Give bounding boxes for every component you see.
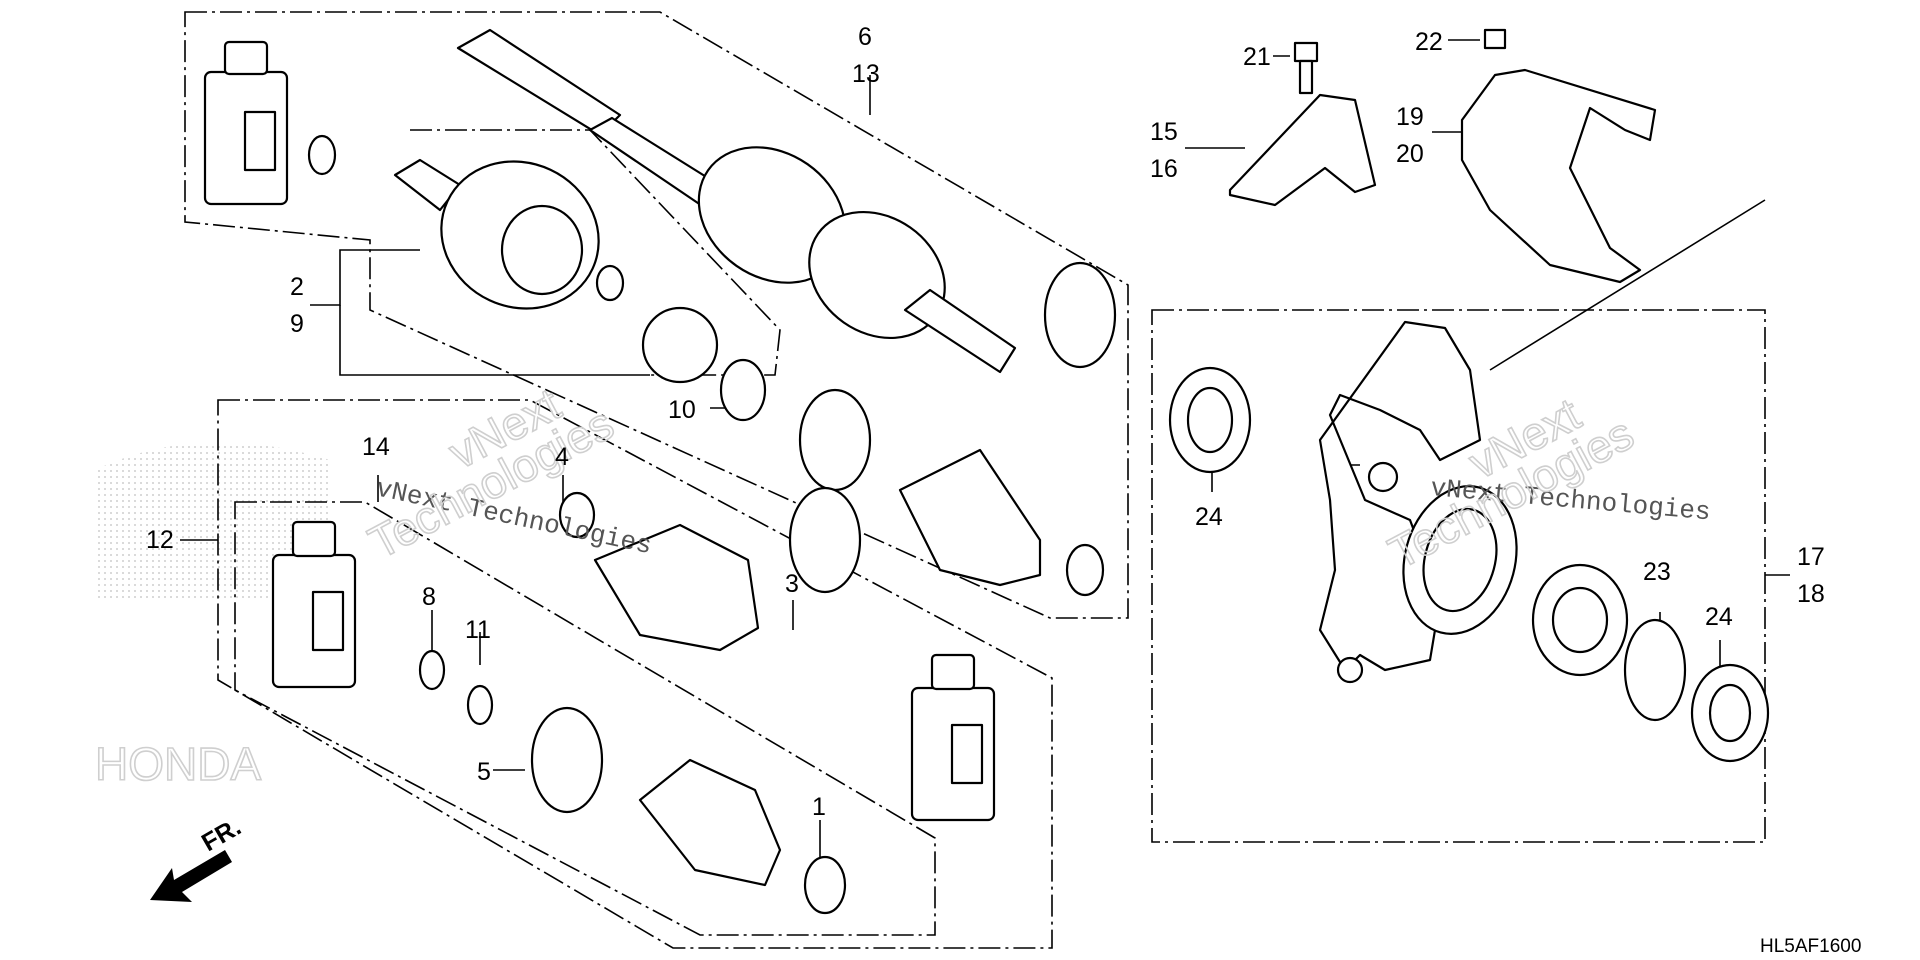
bearings-seals [1168, 366, 1770, 763]
dust-cover-19 [1460, 68, 1657, 284]
callout-24-lower: 24 [1705, 603, 1733, 631]
steering-knuckle [1318, 320, 1518, 684]
clip-11 [466, 684, 494, 726]
bolts [1293, 28, 1507, 95]
callout-24-upper: 24 [1195, 503, 1223, 531]
clip-8 [418, 649, 446, 691]
boot-outer [593, 523, 760, 652]
callout-3: 3 [785, 570, 799, 598]
callout-11: 11 [465, 616, 491, 644]
boots [593, 448, 1042, 887]
bolt-22 [1483, 28, 1507, 50]
group-box-driveshaft [184, 11, 1129, 619]
group-box-outer-joint [217, 399, 1053, 949]
callout-4: 4 [555, 443, 569, 471]
callout-19: 19 [1396, 103, 1424, 131]
callout-12: 12 [146, 526, 174, 554]
bolt-21-shank [1298, 59, 1314, 95]
watermark-logo-text: HONDA [95, 738, 261, 790]
callout-20: 20 [1396, 140, 1424, 168]
grease-bottle-mid [271, 520, 357, 689]
grease-bottle-top [203, 40, 289, 206]
callout-17: 17 [1797, 543, 1825, 571]
boot-lower [638, 758, 782, 887]
callout-22: 22 [1415, 28, 1443, 56]
boot-inner [898, 448, 1042, 587]
front-arrow-label: FR. [197, 813, 246, 857]
callout-13: 13 [852, 60, 880, 88]
inner-joint-housing [393, 158, 600, 310]
boot-band-5 [530, 706, 604, 814]
group-box-knuckle [1151, 309, 1766, 843]
callout-10: 10 [668, 396, 696, 424]
boot-band-3 [788, 486, 862, 594]
callout-2: 2 [290, 273, 304, 301]
boot-band-mid [798, 388, 872, 492]
front-arrow-icon: FR. [150, 813, 246, 902]
callout-14: 14 [362, 433, 390, 461]
callout-18: 18 [1797, 580, 1825, 608]
watermark-logo: HONDA [94, 442, 330, 791]
callouts: 6 13 2 9 10 12 14 4 8 11 3 5 1 15 16 21 … [146, 23, 1825, 821]
snap-ring-23 [1623, 618, 1687, 722]
callout-1: 1 [812, 793, 826, 821]
callout-16: 16 [1150, 155, 1178, 183]
bolt-21 [1293, 41, 1319, 63]
callout-15: 15 [1150, 118, 1178, 146]
callout-9: 9 [290, 310, 304, 338]
callout-23: 23 [1643, 558, 1671, 586]
driveshaft-assembly [456, 28, 1017, 374]
boot-band-1 [803, 855, 847, 915]
group-box-inner-joint [234, 501, 936, 936]
boot-band-upper [1043, 261, 1117, 369]
small-parts [307, 134, 1117, 915]
callout-6: 6 [858, 23, 872, 51]
grease-bottle-right [910, 653, 996, 822]
boot-band-small [1065, 543, 1105, 597]
callout-8: 8 [422, 583, 436, 611]
clip-4 [558, 491, 596, 539]
diagram-code: HL5AF1600 [1760, 936, 1861, 957]
snap-ring-10 [719, 358, 767, 422]
dust-cover-15 [1228, 93, 1377, 207]
inner-race [641, 306, 719, 384]
callout-21: 21 [1243, 43, 1271, 71]
snap-ring-9 [595, 264, 625, 302]
clip-top [307, 134, 337, 176]
callout-5: 5 [477, 758, 491, 786]
